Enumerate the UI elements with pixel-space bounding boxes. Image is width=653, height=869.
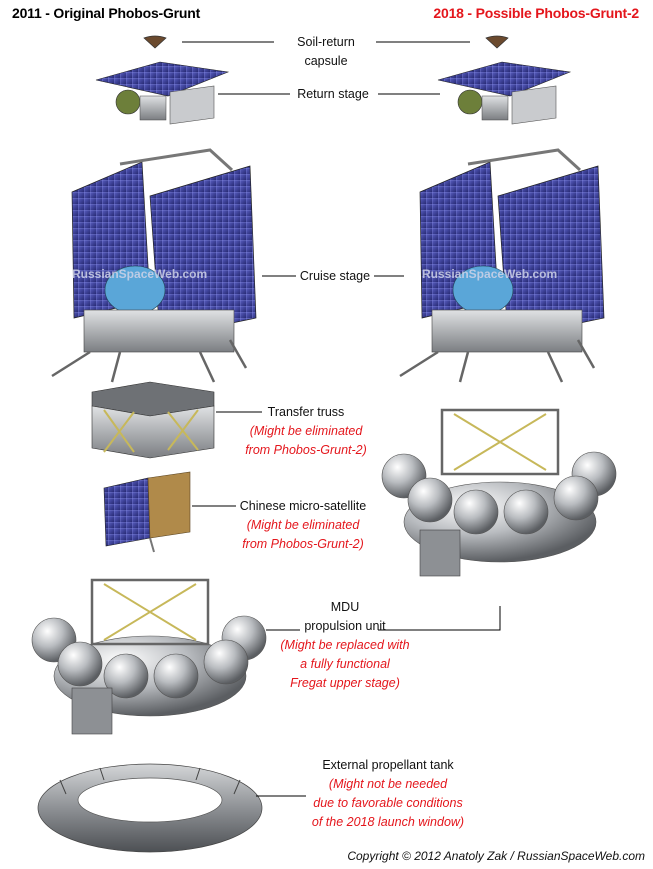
return-stage-right-icon	[437, 61, 572, 125]
propellant-tank-icon	[37, 763, 263, 853]
leader-lines	[182, 41, 501, 797]
micro-satellite-icon	[103, 471, 191, 553]
label-return-stage: Return stage	[297, 87, 369, 101]
label-capsule: Soil-return capsule	[297, 35, 355, 68]
label-transfer-truss: Transfer truss (Might be eliminated from…	[245, 405, 367, 457]
capsule-left-icon	[143, 35, 167, 49]
label-propellant-tank: External propellant tank (Might not be n…	[311, 758, 465, 829]
left-title: 2011 - Original Phobos-Grunt	[12, 5, 201, 21]
label-cruise-stage: Cruise stage	[299, 269, 371, 283]
cruise-stage-left-icon: RussianSpaceWeb.com	[51, 148, 257, 383]
return-stage-left-icon	[95, 61, 230, 125]
mdu-right-icon	[381, 408, 617, 577]
mdu-left-icon	[31, 578, 267, 735]
cruise-stage-right-icon: RussianSpaceWeb.com	[399, 148, 605, 383]
watermark-right: RussianSpaceWeb.com	[422, 267, 557, 281]
right-title: 2018 - Possible Phobos-Grunt-2	[433, 5, 639, 21]
watermark-left: RussianSpaceWeb.com	[72, 267, 207, 281]
transfer-truss-icon	[91, 381, 215, 459]
copyright-credit: Copyright © 2012 Anatoly Zak / RussianSp…	[347, 849, 645, 863]
capsule-right-icon	[485, 35, 509, 49]
label-mdu: MDU propulsion unit (Might be replaced w…	[280, 600, 410, 690]
label-micro-satellite: Chinese micro-satellite (Might be elimin…	[239, 499, 367, 551]
